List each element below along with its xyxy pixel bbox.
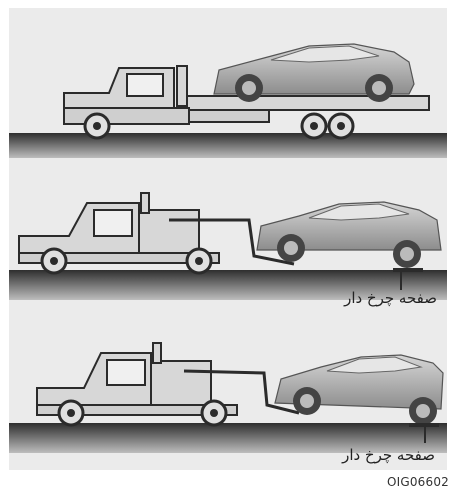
panel-wheel-lift-rear: صفحه چرخ دار xyxy=(9,313,447,470)
panel-wheel-lift-front: صفحه چرخ دار xyxy=(9,158,447,313)
car-on-flatbed xyxy=(214,44,414,102)
dolly-label: صفحه چرخ دار xyxy=(342,446,435,464)
flatbed xyxy=(179,96,429,110)
flatbed-illustration xyxy=(9,8,447,158)
illustration-frame: صفحه چرخ دار xyxy=(9,8,447,470)
panel-flatbed xyxy=(9,8,447,158)
dolly-label: صفحه چرخ دار xyxy=(344,289,437,307)
road xyxy=(9,133,447,158)
towed-car xyxy=(257,202,441,268)
towed-car xyxy=(275,355,443,425)
